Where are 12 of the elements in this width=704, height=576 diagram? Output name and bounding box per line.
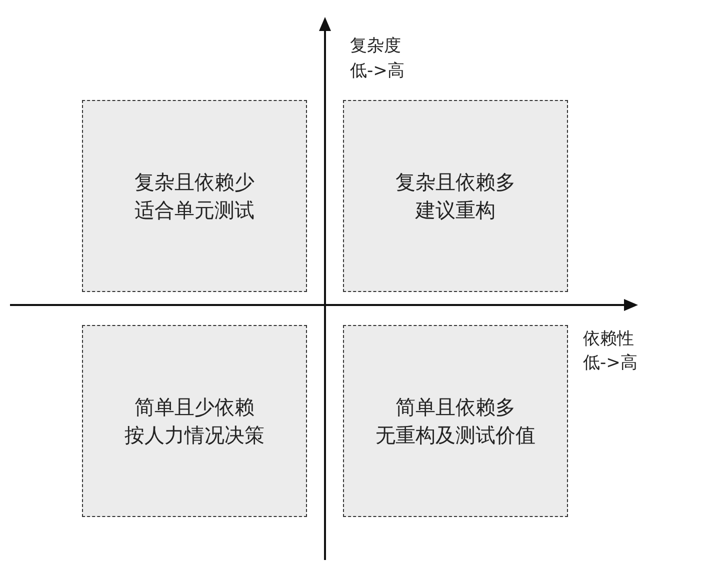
quadrant-box (343, 100, 568, 292)
quadrant-text: 复杂且依赖少适合单元测试 (134, 169, 254, 224)
quadrant-text: 复杂且依赖多建议重构 (396, 169, 516, 224)
axis-label: 依赖性 (583, 328, 634, 350)
quadrant-box (343, 325, 568, 517)
quadrant-text: 简单且依赖多无重构及测试价值 (376, 394, 536, 449)
quadrant-text: 简单且少依赖按人力情况决策 (124, 394, 264, 449)
axis-range-label: 低->高 (350, 60, 404, 82)
quadrant-box (82, 325, 307, 517)
axis-range-label: 低->高 (583, 352, 638, 374)
quadrant-box (82, 100, 307, 292)
axis-label: 复杂度 (350, 35, 401, 57)
